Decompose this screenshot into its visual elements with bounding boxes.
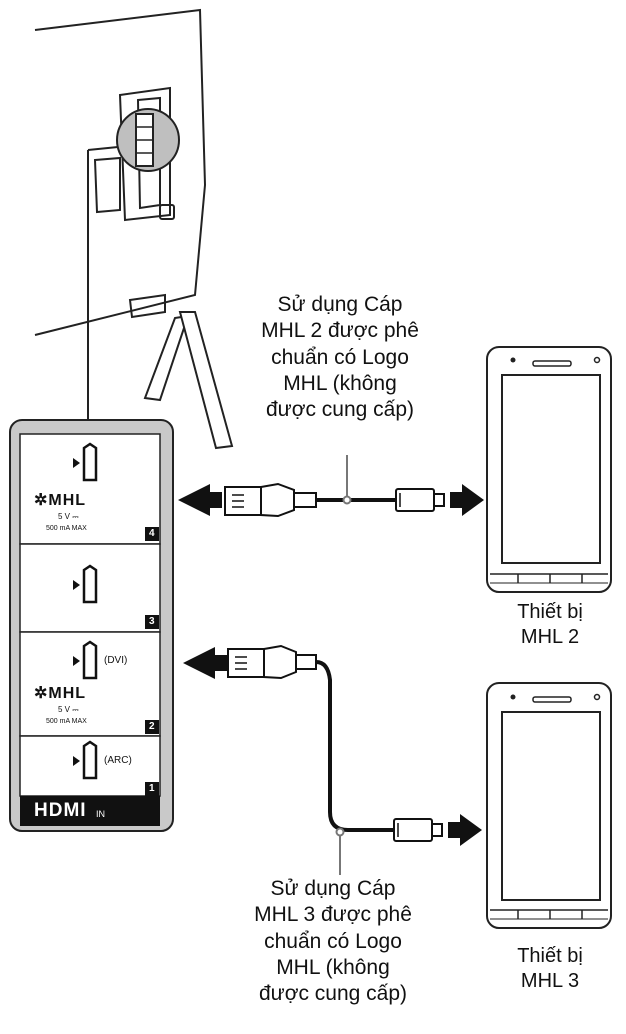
bottom-cable-caption-line: chuẩn có Logo: [264, 929, 402, 953]
port3-number: 3: [149, 616, 155, 627]
mhl3-device-caption: Thiết bị MHL 3: [495, 944, 605, 994]
top-cable-caption-line: chuẩn có Logo: [271, 345, 409, 369]
mhl2-device-caption: Thiết bị MHL 2: [495, 600, 605, 650]
port2-current: 500 mA MAX: [46, 718, 87, 725]
top-cable-caption: Sử dụng Cáp MHL 2 được phê chuẩn có Logo…: [225, 292, 455, 423]
port2-number: 2: [149, 721, 155, 732]
mhl3-phone: [486, 682, 612, 929]
tv-stand: [143, 311, 234, 450]
magnifier-circle: [87, 108, 180, 420]
port-arrows: [73, 458, 80, 766]
port4-number: 4: [149, 528, 155, 539]
top-cable-caption-line: MHL (không: [283, 371, 397, 395]
port4-current: 500 mA MAX: [46, 525, 87, 532]
mhl3-device-caption-line: MHL 3: [520, 970, 580, 992]
bottom-cable: [183, 644, 482, 875]
mhl2-device-caption-line: Thiết bị: [517, 601, 583, 623]
hdmi-in-label: IN: [96, 809, 105, 819]
tv-back: [34, 8, 207, 336]
bottom-cable-caption-line: MHL 3 được phê: [254, 903, 412, 927]
port1-number: 1: [149, 783, 155, 794]
port2-voltage: 5 V ⎓: [58, 705, 79, 714]
top-cable-caption-line: Sử dụng Cáp: [277, 293, 403, 316]
bottom-cable-caption: Sử dụng Cáp MHL 3 được phê chuẩn có Logo…: [218, 876, 448, 1007]
hdmi-sockets: [82, 442, 98, 780]
bottom-cable-caption-line: MHL (không: [276, 955, 390, 979]
port2-mhl-logo: ✲MHL: [34, 685, 87, 702]
port1-arc-tag: (ARC): [104, 755, 132, 766]
mhl2-device-caption-line: MHL 2: [520, 626, 580, 648]
port4-voltage: 5 V ⎓: [58, 512, 79, 521]
top-cable: [178, 455, 484, 518]
mhl2-phone: [486, 346, 612, 593]
port2-dvi-tag: (DVI): [104, 655, 128, 666]
port4-mhl-logo: ✲MHL: [34, 492, 87, 509]
bottom-cable-caption-line: Sử dụng Cáp: [270, 877, 396, 900]
top-cable-caption-line: MHL 2 được phê: [261, 319, 419, 343]
mhl3-device-caption-line: Thiết bị: [517, 945, 583, 967]
hdmi-logo: HDMI: [34, 800, 87, 821]
top-cable-caption-line: được cung cấp): [265, 398, 415, 421]
bottom-cable-caption-line: được cung cấp): [258, 982, 408, 1005]
